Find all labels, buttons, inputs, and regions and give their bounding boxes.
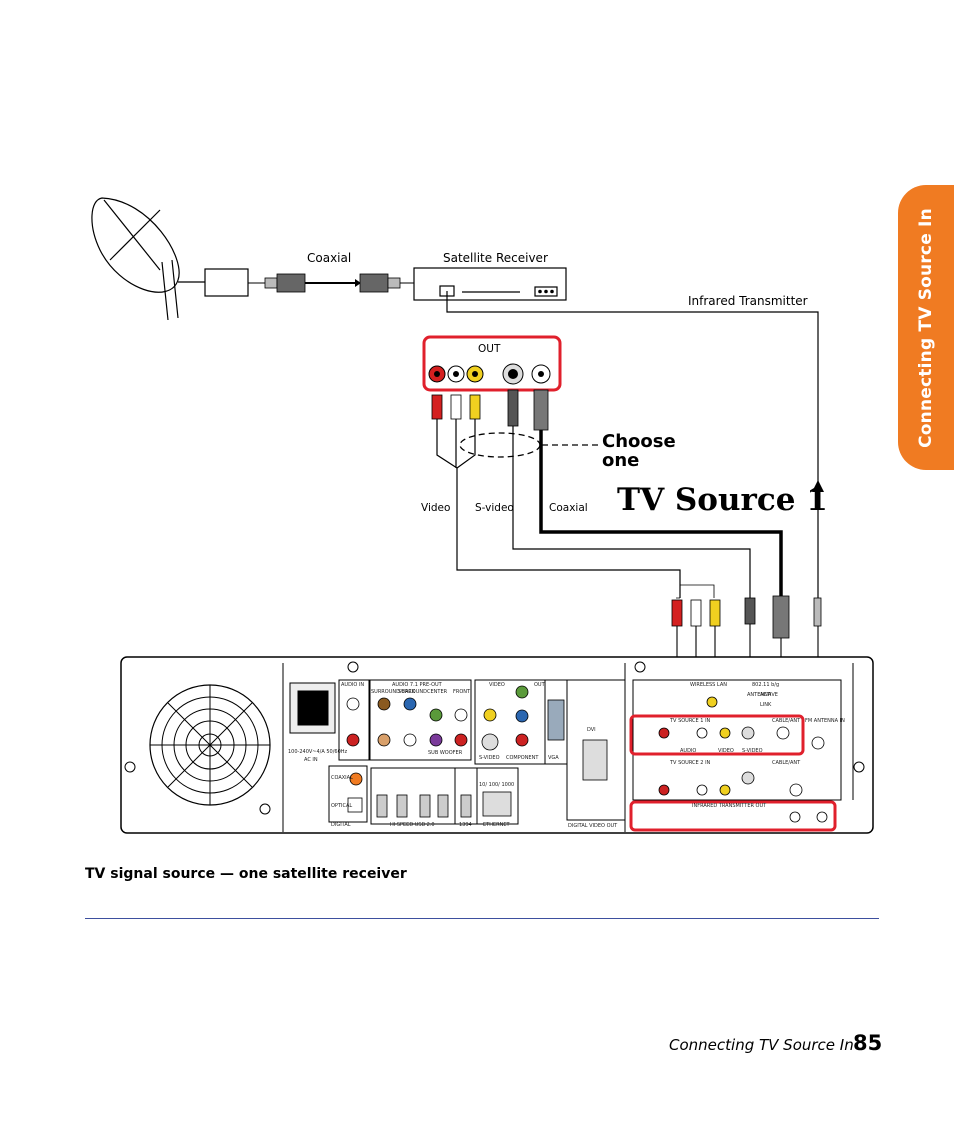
figure-caption: TV signal source — one satellite receive… (85, 866, 407, 882)
panel-cable-ant-1: CABLE/ANT (772, 718, 801, 724)
panel-optical: OPTICAL (331, 803, 353, 809)
footer-section-title: Connecting TV Source In (669, 1036, 854, 1054)
panel-infrared-out: INFRARED TRANSMITTER OUT (692, 803, 767, 809)
panel-tv-source-1-in: TV SOURCE 1 IN (670, 718, 711, 724)
panel-digital-video-out: DIGITAL VIDEO OUT (568, 823, 618, 829)
panel-usb: HI SPEED USB 2.0 (390, 822, 435, 828)
panel-ethernet-speed: 10/ 100/ 1000 (479, 782, 515, 788)
panel-digital: DIGITAL (331, 822, 351, 828)
panel-audio-1: AUDIO (680, 748, 697, 754)
lnb-box (204, 268, 249, 297)
panel-active: ACTIVE (760, 692, 778, 698)
page-number: 85 (853, 1031, 883, 1055)
panel-audio-71: AUDIO 7.1 PRE-OUT (392, 682, 442, 688)
s-video-label: S-video (475, 502, 514, 514)
panel-audio-in: AUDIO IN (341, 682, 365, 688)
panel-power-rating: 100-240V~4/A 50/60Hz (288, 749, 348, 755)
panel-front: FRONT (453, 689, 471, 695)
panel-component: COMPONENT (506, 755, 539, 761)
panel-coaxial: COAXIAL (331, 775, 353, 781)
tv-source-1-title: TV Source 1 (617, 482, 828, 518)
panel-ethernet: ETHERNET (483, 822, 510, 828)
panel-surround: SURROUND (398, 689, 427, 695)
panel-link: LINK (760, 702, 772, 708)
satellite-dish-icon (91, 197, 205, 321)
tv-source-1-highlight (629, 714, 805, 756)
panel-video: VIDEO (489, 682, 505, 688)
panel-sub-woofer: SUB WOOFER (428, 750, 463, 756)
panel-1394: 1394 (459, 822, 472, 828)
section-tab: Connecting TV Source In (898, 185, 954, 470)
panel-tv-source-2-in: TV SOURCE 2 IN (670, 760, 711, 766)
panel-video-1: VIDEO (718, 748, 734, 754)
choose-one-label: Choose one (602, 431, 676, 471)
panel-vga: VGA (548, 755, 559, 761)
panel-center: CENTER (427, 689, 448, 695)
panel-out: OUT (534, 682, 545, 688)
coaxial-top-label: Coaxial (307, 251, 352, 265)
panel-s-video: S-VIDEO (479, 755, 500, 761)
ir-out-highlight (629, 800, 837, 832)
panel-dvi: DVI (587, 727, 596, 733)
out-label: OUT (478, 343, 501, 355)
coaxial-cable-top (248, 273, 414, 293)
satellite-receiver (413, 267, 567, 301)
infrared-transmitter-label: Infrared Transmitter (688, 294, 808, 308)
panel-fm-antenna-in: FM ANTENNA IN (805, 718, 845, 724)
coaxial-bottom-label: Coaxial (549, 502, 588, 514)
satellite-receiver-label: Satellite Receiver (443, 251, 548, 265)
video-label: Video (421, 502, 451, 514)
panel-ac-in: AC IN (304, 757, 318, 763)
panel-s-video-1: S-VIDEO (742, 748, 763, 754)
panel-wlan-std: 802.11 b/g (752, 682, 780, 688)
panel-cable-ant-2: CABLE/ANT (772, 760, 801, 766)
panel-surround-back: SURROUND BACK (371, 689, 416, 695)
panel-antenna: ANTENNA (747, 692, 772, 698)
divider-rule (85, 918, 879, 919)
panel-wireless-lan: WIRELESS LAN (690, 682, 727, 688)
